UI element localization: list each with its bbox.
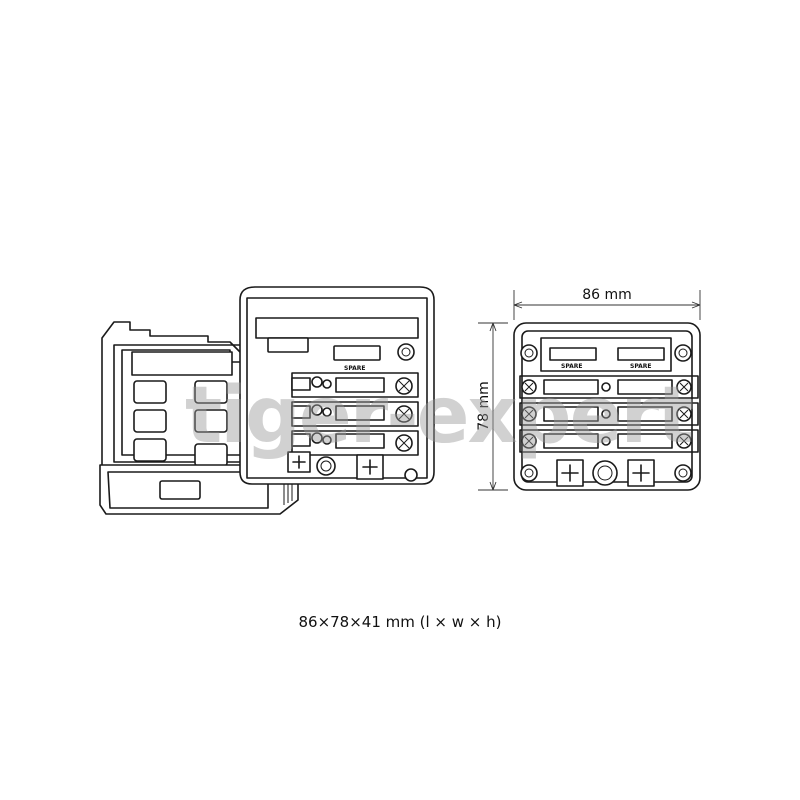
mounting-hole-icon (592, 460, 618, 486)
fuse-holder (617, 433, 673, 449)
fuse-holder (617, 379, 673, 395)
fuse-holder (291, 377, 311, 391)
width-dimension-label: 86 mm (582, 287, 632, 303)
mounting-hole-icon (674, 464, 692, 482)
top-view: 86 mm 78 mm SPARE SPARE (476, 287, 701, 491)
cover-slot (194, 380, 228, 404)
mounting-hole-icon (316, 456, 336, 476)
fuse-holder (291, 433, 311, 447)
fuse-holder (543, 379, 599, 395)
spare-label: SPARE (561, 363, 583, 370)
fuse-box-base: SPARE (239, 286, 435, 485)
fuse-holder (335, 405, 385, 421)
fuse-holder (617, 406, 673, 422)
cover-label-slot (131, 351, 233, 376)
dimensions-caption: 86×78×41 mm (l × w × h) (298, 613, 502, 631)
fuse-row-2 (291, 401, 419, 427)
fuse-holder (543, 406, 599, 422)
spare-fuse (267, 337, 309, 353)
cover-slot (194, 409, 228, 433)
fuse-row-1 (291, 372, 419, 398)
fuse-row-3 (519, 429, 699, 453)
mounting-hole-icon (404, 468, 418, 482)
spare-label: SPARE (344, 365, 366, 372)
mounting-hole-icon (674, 344, 692, 362)
spare-fuse (617, 347, 665, 361)
fuse-holder (543, 433, 599, 449)
fuse-holder (335, 433, 385, 449)
mounting-hole-icon (397, 343, 415, 361)
fuse-row-1 (519, 375, 699, 399)
spare-fuse (333, 345, 381, 361)
cover-tab (159, 480, 201, 500)
fuse-holder (291, 405, 311, 419)
cover-slot (133, 409, 167, 433)
mounting-hole-icon (520, 464, 538, 482)
watermark: tiger-expert (185, 371, 693, 461)
cover-slot (133, 438, 167, 462)
mounting-hole-icon (520, 344, 538, 362)
spare-fuse (549, 347, 597, 361)
fuse-row-3 (291, 430, 419, 456)
cover-slot (133, 380, 167, 404)
height-dimension-label: 78 mm (476, 381, 492, 431)
fuse-row-2 (519, 402, 699, 426)
fuse-holder (335, 377, 385, 393)
spare-label: SPARE (630, 363, 652, 370)
